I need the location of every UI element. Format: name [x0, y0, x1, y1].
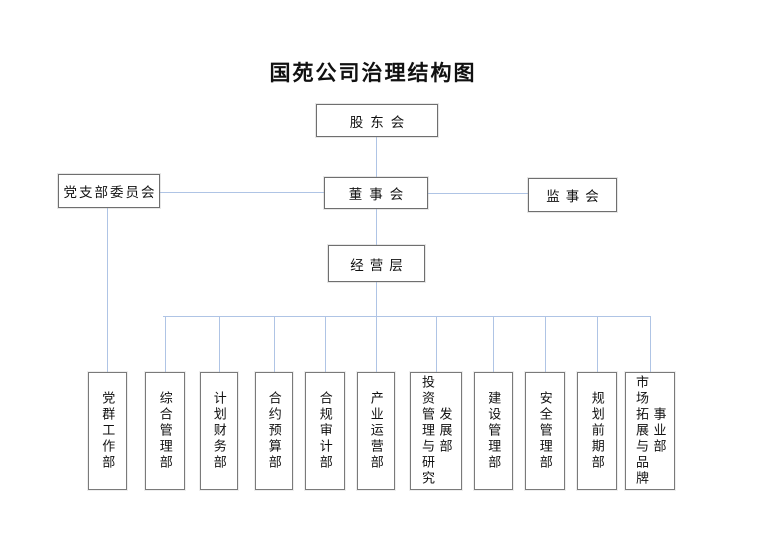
- dept-box-planning-finance: 计划财务部: [200, 372, 238, 490]
- dept-box-preliminary-planning: 规划前期部: [577, 372, 617, 490]
- node-label: 监事会: [546, 189, 605, 204]
- node-shareholders-meeting: 股东会: [316, 104, 438, 137]
- dept-label: 党群工作部: [100, 391, 116, 471]
- connector-drop-2: [219, 316, 220, 372]
- connector-management-bus: [376, 282, 377, 372]
- dept-label: 投资管理与研究发展部: [420, 375, 453, 487]
- node-label: 股东会: [349, 114, 412, 130]
- dept-box-party-mass-work: 党群工作部: [88, 372, 127, 490]
- dept-label: 计划财务部: [211, 391, 227, 471]
- node-label: 党支部委员会: [63, 185, 157, 200]
- connector-drop-7: [545, 316, 546, 372]
- dept-box-safety-management: 安全管理部: [525, 372, 565, 490]
- page-title: 国苑公司治理结构图: [269, 61, 477, 85]
- connector-drop-9: [650, 316, 651, 372]
- dept-box-construction-management: 建设管理部: [474, 372, 513, 490]
- dept-label: 合约预算部: [266, 391, 282, 471]
- node-management-level: 经营层: [328, 245, 425, 282]
- connector-drop-8: [597, 316, 598, 372]
- connector-drop-3: [274, 316, 275, 372]
- dept-label: 产业运营部: [368, 391, 384, 471]
- node-board-of-directors: 董事会: [324, 177, 428, 209]
- dept-label: 合规审计部: [317, 391, 333, 471]
- node-label: 董事会: [348, 187, 411, 202]
- node-party-branch-committee: 党支部委员会: [58, 174, 160, 208]
- dept-box-market-expansion-brand: 市场拓展与品牌事业部: [625, 372, 675, 490]
- connector-shareholders-board: [376, 137, 377, 177]
- connector-board-management: [376, 209, 377, 245]
- connector-drop-4: [325, 316, 326, 372]
- dept-box-general-management: 综合管理部: [145, 372, 185, 490]
- dept-label: 规划前期部: [589, 391, 605, 471]
- dept-box-contract-budget: 合约预算部: [255, 372, 293, 490]
- connector-drop-5: [436, 316, 437, 372]
- dept-label: 安全管理部: [537, 391, 553, 471]
- node-supervisory-board: 监事会: [528, 178, 617, 212]
- dept-label: 建设管理部: [486, 391, 502, 471]
- dept-label: 综合管理部: [157, 391, 173, 471]
- connector-board-supervisors: [428, 193, 528, 194]
- connector-drop-1: [165, 316, 166, 372]
- connector-drop-6: [493, 316, 494, 372]
- connector-party-board: [160, 192, 324, 193]
- dept-box-investment-research-development: 投资管理与研究发展部: [410, 372, 462, 490]
- connector-party-dept: [107, 208, 108, 372]
- node-label: 经营层: [350, 257, 409, 273]
- dept-box-compliance-audit: 合规审计部: [305, 372, 345, 490]
- dept-label: 市场拓展与品牌事业部: [634, 375, 667, 487]
- dept-box-industry-operations: 产业运营部: [357, 372, 395, 490]
- connector-bus-line: [163, 316, 650, 317]
